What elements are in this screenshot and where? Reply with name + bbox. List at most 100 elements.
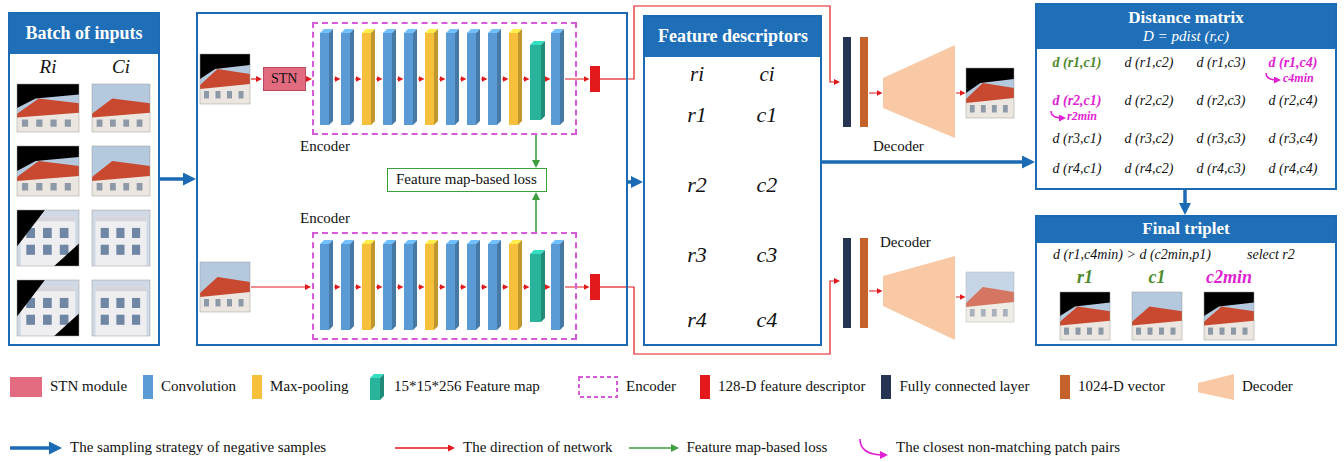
- patch-sky: [92, 280, 150, 336]
- descriptor-label: c3: [757, 242, 778, 267]
- encoder-box: Encoder: [312, 22, 577, 135]
- triplet-label: select r2: [1247, 247, 1295, 263]
- patch-window: [1064, 328, 1069, 335]
- patch-frame: [92, 280, 150, 336]
- patch-window: [50, 120, 56, 127]
- patch-mask: [54, 314, 79, 336]
- patch-cornice: [95, 217, 146, 221]
- connector: [822, 160, 1029, 164]
- flow-arrow: [334, 287, 338, 288]
- matrix-cell: d (r2,c4): [1269, 93, 1318, 109]
- legend-text: The sampling strategy of negative sample…: [70, 439, 326, 456]
- patch-window: [216, 299, 221, 307]
- connector: [306, 78, 309, 79]
- flow-arrow: [481, 79, 485, 80]
- layer-front: [425, 33, 434, 125]
- image-patch: [200, 262, 250, 312]
- decoder-label: Decoder: [873, 138, 924, 155]
- patch-mask: [17, 146, 79, 171]
- image-patch: [1132, 292, 1182, 340]
- legend-curve-arrow: [860, 439, 884, 455]
- patch-building: [95, 217, 146, 266]
- patch-window: [970, 105, 975, 113]
- layer-front: [467, 244, 476, 330]
- patch-window: [1220, 328, 1225, 335]
- descriptor-label: ci: [759, 62, 774, 86]
- patch-window: [43, 245, 52, 255]
- patch-window: [1087, 328, 1092, 335]
- legend-swatch: [700, 375, 710, 399]
- flow-arrow: [869, 93, 880, 94]
- image-patch: [200, 54, 250, 104]
- matrix-cell: d (r2,c1): [1053, 93, 1102, 109]
- patch-mask: [17, 210, 45, 246]
- descriptor-panel: Feature descriptorsricir1c1r2c2r3c3r4c4: [643, 15, 822, 346]
- network-graphic: [200, 29, 627, 330]
- patch-window: [970, 309, 975, 317]
- patch-window: [227, 91, 232, 99]
- legend-symbol: [393, 438, 461, 458]
- legend-text: Fully connected layer: [899, 378, 1029, 395]
- patch-window: [132, 298, 140, 308]
- patch-mask: [1204, 292, 1254, 316]
- patch-window: [43, 298, 52, 308]
- patch-window: [132, 228, 140, 238]
- layer-front: [551, 33, 560, 125]
- image-patch: [92, 146, 150, 196]
- legend-arrow: [395, 447, 452, 448]
- patch-window: [116, 298, 124, 308]
- layer-front: [488, 33, 497, 125]
- layer-front: [530, 45, 541, 120]
- patch-roof: [92, 98, 150, 117]
- stn-box: STN: [263, 67, 306, 91]
- panel-title: Batch of inputs: [25, 23, 142, 44]
- patch-window: [116, 228, 124, 238]
- legend-text: STN module: [50, 378, 127, 395]
- layer-side: [476, 29, 480, 125]
- patch-window: [22, 183, 28, 191]
- patch-window: [50, 183, 56, 191]
- matrix-cell: r2min: [1067, 110, 1097, 124]
- image-patch: [92, 84, 150, 132]
- legend-arrow: [10, 446, 56, 450]
- matrix-cell: d (r3,c2): [1125, 131, 1174, 147]
- legend-text: 1024-D vector: [1078, 378, 1165, 395]
- patch-sky: [17, 280, 79, 336]
- matrix-cell: d (r4,c4): [1269, 161, 1318, 177]
- layer-front: [370, 378, 380, 400]
- patch-window: [1136, 328, 1141, 335]
- patch-sky: [1132, 292, 1182, 340]
- patch-window: [204, 299, 209, 307]
- loss-box: Feature map-based loss: [387, 168, 547, 192]
- legend-symbol: [1196, 370, 1240, 404]
- patch-window: [1076, 328, 1081, 335]
- layer-side: [392, 240, 396, 330]
- connector: [628, 180, 637, 184]
- layer-side: [541, 250, 545, 322]
- flow-arrow: [546, 287, 548, 288]
- flow-arrow: [481, 287, 485, 288]
- layer-side: [329, 240, 333, 330]
- patch-frame: [17, 146, 79, 196]
- patch-window: [97, 183, 103, 191]
- patch-window: [97, 120, 103, 127]
- flow-arrow: [523, 287, 527, 288]
- patch-sky: [966, 68, 1014, 118]
- patch-sky: [17, 146, 79, 196]
- layer-side: [560, 29, 564, 125]
- patch-window: [101, 245, 109, 255]
- legend-text: The direction of network: [463, 439, 613, 456]
- legend-swatch: [143, 375, 153, 399]
- flow-arrow: [956, 93, 963, 94]
- patch-frame: [200, 262, 250, 312]
- layer-front: [509, 33, 518, 125]
- patch-sky: [1060, 292, 1110, 340]
- patch-window: [110, 183, 116, 191]
- legend-text: Decoder: [1242, 378, 1293, 395]
- patch-window: [239, 91, 244, 99]
- closest-pair-arrow: [1266, 73, 1278, 80]
- patch-roof: [92, 161, 150, 181]
- layer-side: [329, 29, 333, 125]
- patch-mask: [966, 68, 1014, 93]
- flow-arrow: [439, 79, 443, 80]
